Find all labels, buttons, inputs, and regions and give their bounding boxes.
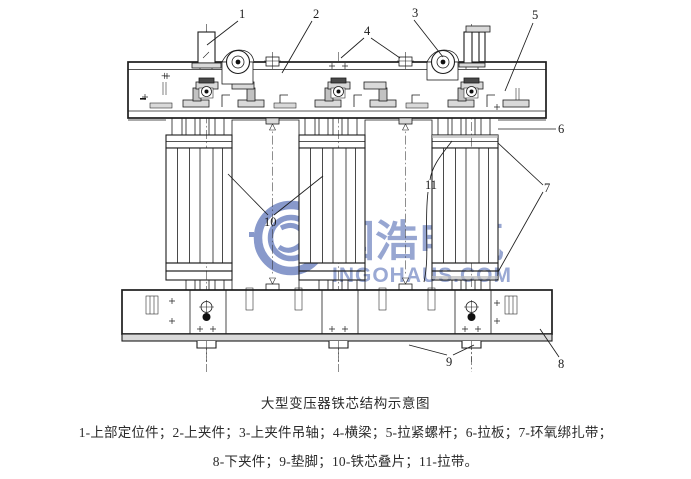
epoxy-binding-band-right (432, 135, 498, 279)
leader-7b (497, 191, 544, 273)
upper-clamp-internal-brackets: + (140, 69, 530, 109)
leader-11b (429, 140, 453, 181)
callout-2: 2 (313, 7, 319, 21)
upper-clamp-hanging-shaft-left (221, 49, 255, 85)
leader-10a (227, 173, 269, 216)
lower-clamp (121, 287, 553, 342)
lower-clamp-inset-detail-right (504, 295, 518, 315)
caption-title: 大型变压器铁芯结构示意图 (260, 396, 431, 411)
upper-clamp-hanging-shaft-right (426, 49, 460, 81)
leader-1 (206, 20, 239, 46)
leader-9a (408, 344, 448, 356)
figure-area: 国浩电气 INGOHAUS.COM (121, 6, 565, 372)
upper-positioning-part-left (191, 24, 222, 69)
callout-11: 11 (425, 178, 437, 192)
leader-4b (370, 37, 401, 59)
callout-5: 5 (532, 8, 538, 22)
callout-numbers: 1 2 3 4 5 6 7 8 9 10 11 (239, 6, 564, 371)
leader-11a (423, 191, 429, 283)
callout-8: 8 (558, 357, 564, 371)
core-leg-middle (298, 117, 366, 291)
leader-8 (539, 328, 560, 358)
callout-10: 10 (264, 215, 277, 229)
callout-1: 1 (239, 7, 245, 21)
watermark-domain-text: INGOHAUS.COM (332, 264, 512, 287)
leader-5 (504, 22, 534, 92)
figure-caption: 大型变压器铁芯结构示意图 1-上部定位件；2-上夹件；3-上夹件吊轴；4-横梁；… (0, 385, 691, 479)
cross-beam-fixtures (264, 52, 414, 69)
callout-7: 7 (544, 181, 550, 195)
callout-3: 3 (412, 6, 418, 20)
callout-4: 4 (364, 24, 371, 38)
lower-clamp-inset-detail-left (145, 295, 159, 315)
lower-clamp-bolts (199, 300, 479, 321)
callout-9: 9 (446, 355, 452, 369)
leader-4a (340, 37, 365, 59)
leader-7a (497, 142, 544, 186)
upper-clamp: + (127, 61, 547, 119)
lower-clamp-screw-rods (245, 287, 436, 311)
tension-screw-rod (465, 25, 491, 63)
caption-legend-line-2: 8-下夹件；9-垫脚；10-铁芯叠片；11-拉带。 (212, 454, 479, 469)
tension-screw-detail (515, 88, 520, 100)
caption-legend-line-1: 1-上部定位件；2-上夹件；3-上夹件吊轴；4-横梁；5-拉紧螺杆；6-拉板；7… (78, 425, 613, 440)
leader-9b (452, 344, 475, 356)
callout-6: 6 (558, 122, 564, 136)
core-structure-drawing: 国浩电气 INGOHAUS.COM (121, 6, 565, 372)
callout-leaders (206, 19, 560, 358)
lower-clamp-crossmarks (169, 298, 500, 332)
foot-pads (196, 341, 482, 362)
leader-2 (281, 20, 313, 74)
leader-3 (413, 19, 444, 58)
leader-10b (273, 175, 324, 216)
